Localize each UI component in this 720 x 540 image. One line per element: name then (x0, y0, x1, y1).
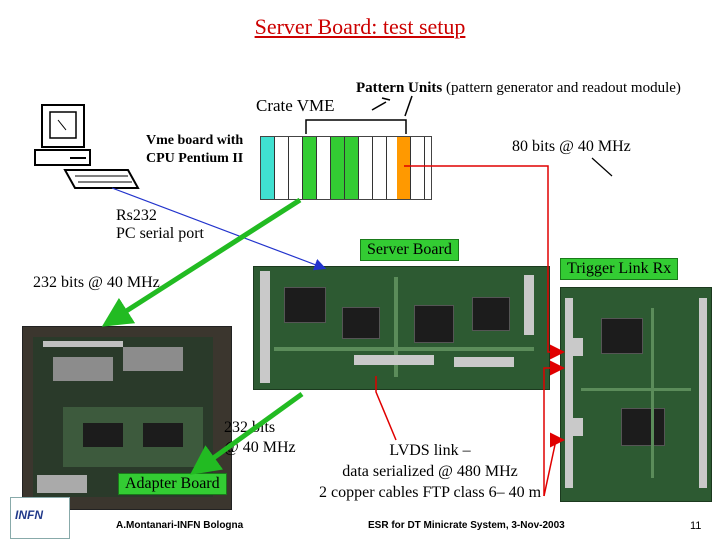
crate-slot (359, 137, 373, 199)
lvds-label: LVDS link – data serialized @ 480 MHz 2 … (300, 440, 560, 503)
crate-to-adapter-arrow (101, 197, 302, 327)
bits-80-pointer (591, 157, 613, 177)
vme-board-line2: CPU Pentium II (146, 151, 244, 166)
footer-author: A.Montanari-INFN Bologna (116, 520, 244, 531)
cpu-slot (261, 137, 275, 199)
crate-vme-label: Crate VME (256, 96, 335, 115)
infn-logo-text: INFN (15, 508, 43, 522)
trigger-link-rx-photo (560, 287, 712, 502)
vme-board-label: Vme board with CPU Pentium II (146, 132, 243, 168)
trigger-link-rx-label: Trigger Link Rx (560, 258, 679, 280)
crate-slot (289, 137, 303, 199)
slide-title: Server Board: test setup (254, 14, 466, 39)
server-board-label: Server Board (360, 239, 459, 261)
pattern-units-bold: Pattern Units (356, 80, 443, 96)
readout-slot (397, 137, 411, 199)
pattern-units-label: Pattern Units (pattern generator and rea… (356, 80, 681, 97)
lvds-cable-line (543, 432, 565, 497)
bits-232-top-label: 232 bits @ 40 MHz (33, 274, 160, 291)
vme-board-line1: Vme board with (146, 133, 244, 148)
bits-232-mid-line2: @ 40 MHz (224, 439, 296, 456)
rs232-line2: PC serial port (116, 225, 204, 242)
pattern-unit-slot (331, 137, 345, 199)
page-number: 11 (690, 520, 702, 532)
rs232-line1: Rs232 (116, 207, 157, 224)
crate-slot (275, 137, 289, 199)
lvds-line1: LVDS link – (389, 442, 471, 459)
pattern-units-desc: (pattern generator and readout module) (446, 80, 681, 96)
rs232-label: Rs232 PC serial port (116, 207, 204, 243)
vme-crate (260, 136, 432, 200)
lvds-cable-line (543, 360, 565, 496)
server-board-photo (253, 266, 550, 390)
serial-cable-line (111, 187, 327, 271)
adapter-board-label: Adapter Board (118, 473, 227, 495)
crate-slot (411, 137, 425, 199)
lvds-line2: data serialized @ 480 MHz (342, 463, 518, 480)
crate-slot (317, 137, 331, 199)
lvds-line3: 2 copper cables FTP class 6– 40 m (318, 484, 542, 501)
footer-event: ESR for DT Minicrate System, 3-Nov-2003 (368, 520, 565, 531)
computer-icon (34, 104, 140, 189)
server-to-adapter-arrow (189, 391, 304, 475)
crate-slot (373, 137, 387, 199)
pattern-units-bracket (305, 95, 413, 134)
bits-80-label: 80 bits @ 40 MHz (512, 138, 631, 155)
infn-logo: INFN (10, 497, 70, 539)
readout-to-trigger-line (404, 165, 565, 360)
pattern-unit-slot (345, 137, 359, 199)
pattern-unit-slot (303, 137, 317, 199)
lvds-cable-line (375, 376, 397, 441)
